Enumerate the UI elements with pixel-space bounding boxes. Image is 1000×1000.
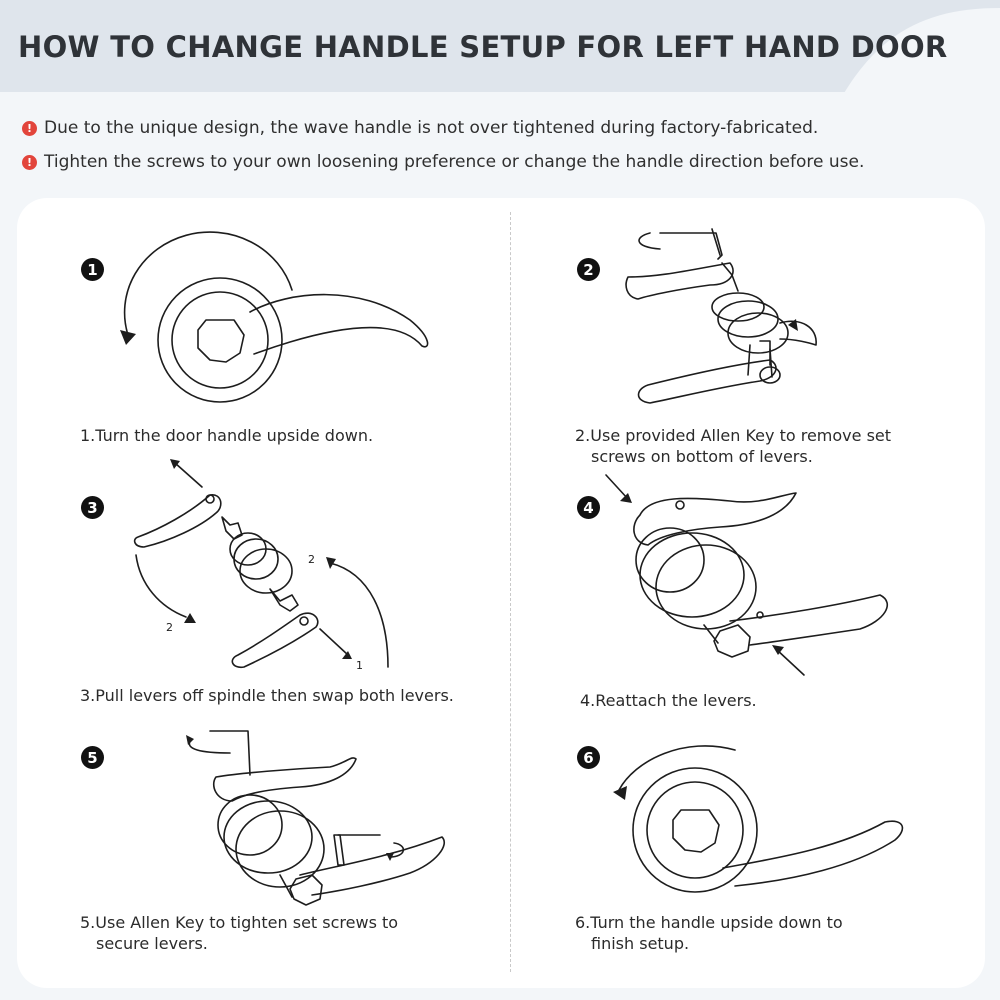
step-3-caption: 3.Pull levers off spindle then swap both… [80,685,454,706]
step-5-caption-line-1: 5.Use Allen Key to tighten set screws to [80,913,398,932]
step-6-caption-line-2: finish setup. [575,933,843,954]
top-rotate-arrow [639,233,660,249]
note-2: ! Tighten the screws to your own looseni… [22,152,864,172]
step-6-caption-line-1: 6.Turn the handle upside down to [575,913,843,932]
warning-circle-icon: ! [22,155,37,170]
note-1: ! Due to the unique design, the wave han… [22,118,818,138]
page-title: HOW TO CHANGE HANDLE SETUP FOR LEFT HAND… [18,30,948,64]
step-4-illustration [600,465,900,680]
step-2-caption: 2.Use provided Allen Key to remove set s… [575,425,891,467]
step-1-caption-line: 1.Turn the door handle upside down. [80,426,373,445]
step-3-label-1: 1 [356,659,363,672]
rotate-arrow [619,746,735,790]
step-2-caption-line-1: 2.Use provided Allen Key to remove set [575,426,891,445]
step-3-label-2-right: 2 [308,553,315,566]
step-5-illustration [180,725,470,910]
step-6-caption: 6.Turn the handle upside down to finish … [575,912,843,954]
step-2-badge: 2 [577,258,600,281]
step-3-caption-line: 3.Pull levers off spindle then swap both… [80,686,454,705]
step-3-label-2-left: 2 [166,621,173,634]
step-4-caption-line: 4.Reattach the levers. [580,691,757,710]
step-2-illustration [620,215,840,415]
step-3-illustration: 2 2 1 [130,455,410,675]
step-5-caption: 5.Use Allen Key to tighten set screws to… [80,912,398,954]
step-5-caption-line-2: secure levers. [80,933,398,954]
step-6-illustration [605,730,915,910]
step-1-illustration [110,250,450,410]
column-divider [510,212,511,972]
step-1-caption: 1.Turn the door handle upside down. [80,425,373,446]
warning-circle-icon: ! [22,121,37,136]
step-3-badge: 3 [81,496,104,519]
step-6-badge: 6 [577,746,600,769]
step-5-badge: 5 [81,746,104,769]
step-4-caption: 4.Reattach the levers. [580,690,757,711]
step-2-caption-line-2: screws on bottom of levers. [575,446,891,467]
step-1-badge: 1 [81,258,104,281]
step-4-badge: 4 [577,496,600,519]
note-text-1: Due to the unique design, the wave handl… [44,118,818,138]
note-text-2: Tighten the screws to your own loosening… [44,152,864,172]
